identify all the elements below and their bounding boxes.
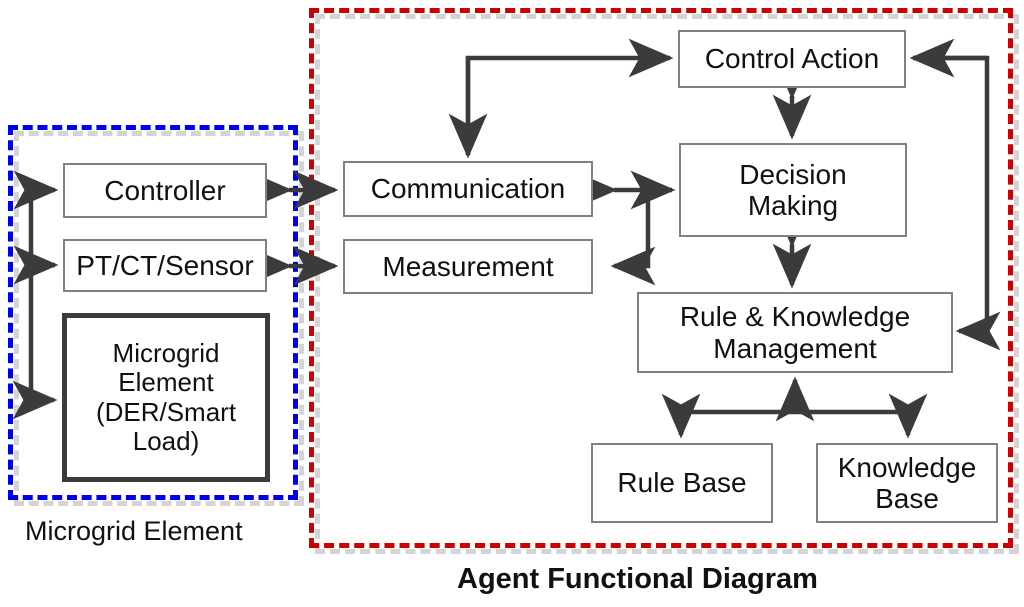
node-communication[interactable]: Communication — [343, 161, 593, 217]
diagram-title: Agent Functional Diagram — [457, 563, 818, 595]
node-measurement[interactable]: Measurement — [343, 239, 593, 294]
node-rule-base[interactable]: Rule Base — [591, 443, 773, 523]
node-microgrid-element[interactable]: Microgrid Element (DER/Smart Load) — [62, 313, 270, 482]
node-controller[interactable]: Controller — [63, 163, 267, 218]
microgrid-boundary-shadow — [14, 131, 304, 506]
node-pt-ct-sensor[interactable]: PT/CT/Sensor — [63, 239, 267, 292]
microgrid-group-caption: Microgrid Element — [25, 516, 243, 546]
node-knowledge-base[interactable]: Knowledge Base — [816, 443, 998, 523]
node-control-action[interactable]: Control Action — [678, 30, 906, 88]
microgrid-boundary — [8, 125, 298, 500]
node-rule-knowledge-management[interactable]: Rule & Knowledge Management — [637, 292, 953, 373]
node-decision-making[interactable]: Decision Making — [679, 143, 907, 237]
